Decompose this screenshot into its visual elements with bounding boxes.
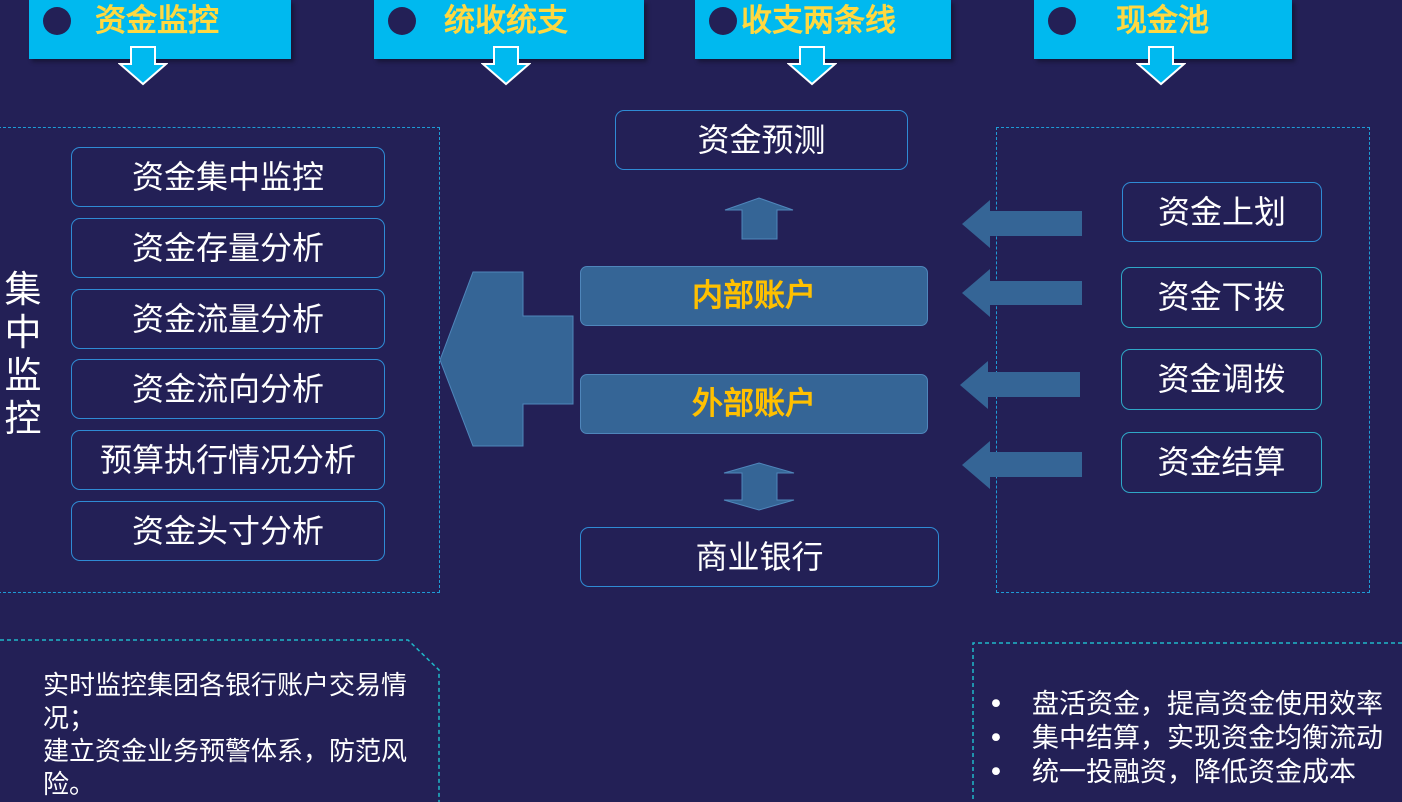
vertical-title-char: 控: [4, 397, 42, 440]
vertical-title-char: 中: [4, 311, 42, 354]
vertical-title: 集 中 监 控: [3, 268, 43, 440]
monitor-item-position-analysis: 资金头寸分析: [71, 501, 385, 561]
commercial-bank-box: 商业银行: [580, 527, 939, 587]
bullet-dot-icon: [1048, 7, 1076, 35]
note-line: 实时监控集团各银行账户交易情况；: [43, 671, 408, 734]
fund-allocation-box: 资金下拨: [1121, 267, 1322, 328]
tab-label: 收支两条线: [741, 3, 896, 39]
big-left-arrow-icon: [439, 271, 574, 447]
cash-pool-panel: [996, 127, 1370, 593]
down-arrow-icon: [481, 46, 531, 86]
monitor-item-stock-analysis: 资金存量分析: [71, 218, 385, 278]
double-arrow-icon: [723, 462, 795, 511]
bullet-item: 盘活资金，提高资金使用效率: [974, 688, 1383, 722]
monitor-item-budget-analysis: 预算执行情况分析: [71, 430, 385, 490]
tab-label: 资金监控: [95, 3, 219, 39]
monitor-item-centralized: 资金集中监控: [71, 147, 385, 207]
up-arrow-icon: [724, 197, 794, 240]
bullet-dot-icon: [388, 7, 416, 35]
fund-upward-box: 资金上划: [1122, 182, 1322, 242]
right-note-list: 盘活资金，提高资金使用效率 集中结算，实现资金均衡流动 统一投融资，降低资金成本: [974, 688, 1383, 790]
tab-label: 现金池: [1116, 3, 1209, 39]
left-arrow-icon: [962, 200, 1082, 248]
fund-settlement-box: 资金结算: [1121, 432, 1322, 493]
bullet-dot-icon: [43, 7, 71, 35]
fund-forecast-box: 资金预测: [615, 110, 908, 170]
monitor-item-direction-analysis: 资金流向分析: [71, 359, 385, 419]
tab-fund-monitoring: 资金监控: [29, 0, 291, 59]
left-arrow-icon: [960, 361, 1080, 409]
bullet-item: 统一投融资，降低资金成本: [974, 756, 1383, 790]
left-arrow-icon: [962, 269, 1082, 317]
vertical-title-char: 监: [4, 354, 42, 397]
note-line: 建立资金业务预警体系，防范风险。: [43, 737, 408, 800]
tab-label: 统收统支: [444, 3, 568, 39]
external-account-box: 外部账户: [580, 374, 928, 434]
fund-transfer-box: 资金调拨: [1121, 349, 1322, 410]
down-arrow-icon: [787, 46, 837, 86]
monitor-item-flow-analysis: 资金流量分析: [71, 289, 385, 349]
left-arrow-icon: [962, 441, 1082, 489]
vertical-title-char: 集: [4, 268, 42, 311]
tab-two-lines: 收支两条线: [695, 0, 951, 59]
left-note-frame: [0, 639, 440, 802]
tab-unified-revenue-expenditure: 统收统支: [374, 0, 644, 59]
bullet-dot-icon: [709, 7, 737, 35]
right-note-frame: [972, 642, 1402, 802]
internal-account-box: 内部账户: [580, 266, 928, 326]
down-arrow-icon: [1136, 46, 1186, 86]
down-arrow-icon: [118, 46, 168, 86]
left-note: 实时监控集团各银行账户交易情况； 建立资金业务预警体系，防范风险。: [43, 670, 413, 802]
bullet-item: 集中结算，实现资金均衡流动: [974, 722, 1383, 756]
